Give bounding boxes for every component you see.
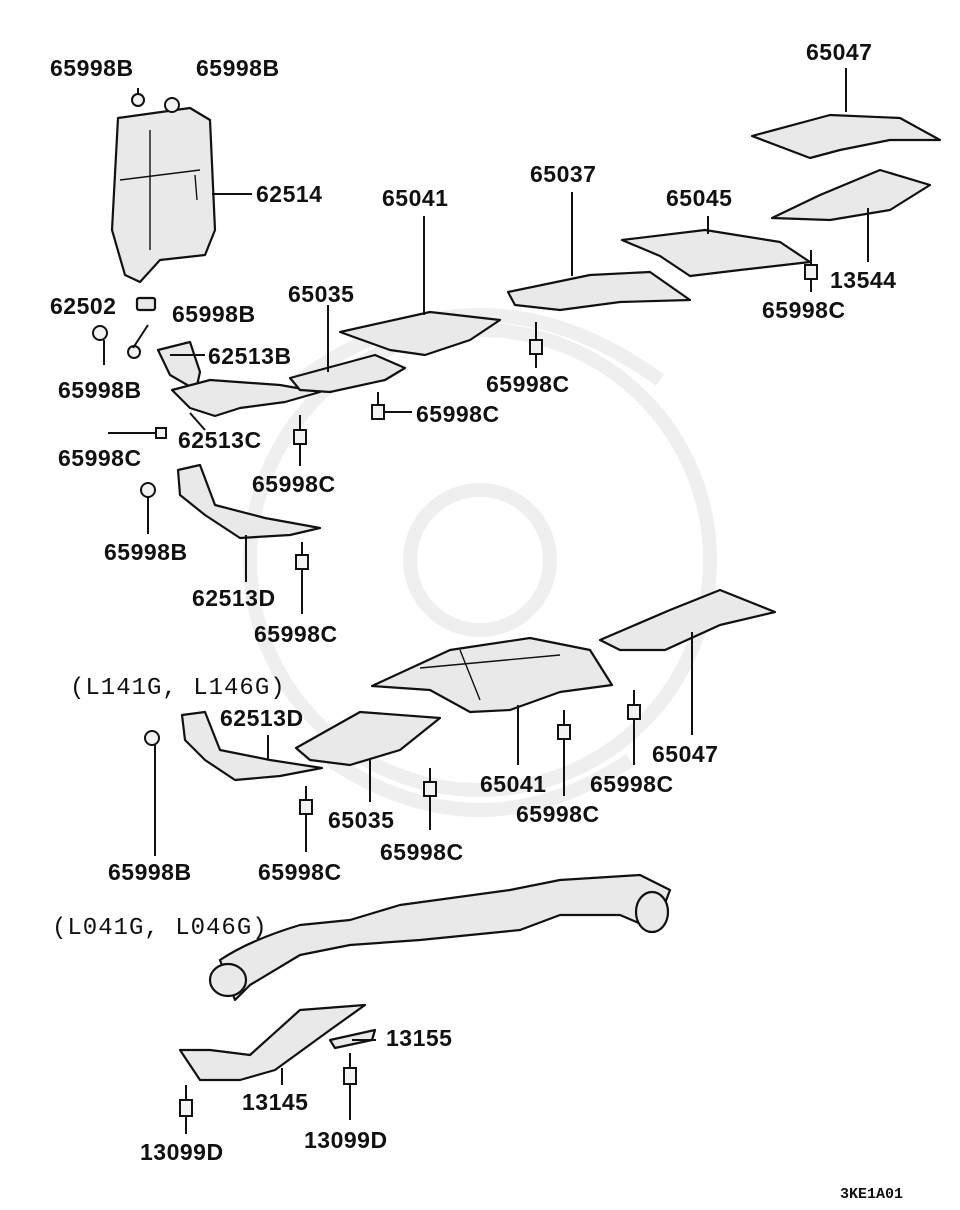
label-13099D-1: 13099D	[140, 1139, 224, 1165]
part-62513B-shape	[156, 340, 202, 392]
label-65998C-4: 65998C	[58, 445, 142, 471]
bolt-65998C-e	[155, 427, 167, 439]
variant-label-l041g: (L041G, L046G)	[52, 915, 268, 942]
bolt-65998B-a	[131, 88, 145, 107]
label-13099D-2: 13099D	[304, 1127, 388, 1153]
label-13544: 13544	[830, 267, 896, 293]
bolt-65998C-h	[423, 768, 437, 797]
part-62513D-upper-shape	[176, 463, 322, 540]
label-65035-lower: 65035	[328, 807, 394, 833]
label-65037: 65037	[530, 161, 596, 187]
part-65035-upper-shape	[288, 353, 407, 394]
part-65045-shape	[620, 228, 812, 278]
label-65045: 65045	[666, 185, 732, 211]
part-13145-shape	[178, 1003, 367, 1082]
bolt-65998C-i	[557, 710, 571, 740]
label-62513B: 62513B	[208, 343, 292, 369]
label-65998C-8: 65998C	[516, 801, 600, 827]
label-65998C-5: 65998C	[252, 471, 336, 497]
part-65041-lower-shape	[370, 636, 614, 714]
label-65998B-5: 65998B	[104, 539, 188, 565]
part-65041-upper-shape	[338, 310, 502, 357]
exhaust-pipe-shape	[218, 873, 672, 1002]
label-65998C-6: 65998C	[254, 621, 338, 647]
label-65998C-10: 65998C	[258, 859, 342, 885]
part-65047-lower-shape	[598, 588, 777, 652]
label-65998B-2: 65998B	[196, 55, 280, 81]
part-62502-shape	[135, 296, 157, 312]
part-65037-shape	[506, 270, 692, 312]
part-65035-lower-shape	[294, 710, 442, 767]
part-62513D-lower-shape	[180, 710, 324, 782]
figure-code: 3KE1A01	[840, 1186, 903, 1203]
label-65998C-2: 65998C	[486, 371, 570, 397]
label-65998B-6: 65998B	[108, 859, 192, 885]
label-65998B-3: 65998B	[172, 301, 256, 327]
bolt-65998B-b	[164, 97, 180, 113]
bolt-65998C-j	[627, 690, 641, 720]
label-65998C-7: 65998C	[590, 771, 674, 797]
part-13544-shape	[770, 168, 932, 222]
label-65041-upper: 65041	[382, 185, 448, 211]
bolt-65998B-c	[92, 325, 108, 341]
bolt-13099D-a	[179, 1085, 193, 1117]
label-65041-lower: 65041	[480, 771, 546, 797]
bolt-65998C-f	[295, 542, 309, 570]
bolt-65998B-e	[140, 482, 156, 498]
part-62514-shape	[110, 106, 217, 284]
label-65998C-1: 65998C	[762, 297, 846, 323]
label-65998C-3: 65998C	[416, 401, 500, 427]
part-labels: 65998B 65998B 65047 62514 65041 65037 65…	[50, 39, 896, 1165]
label-62513C: 62513C	[178, 427, 262, 453]
part-65047-top-shape	[750, 113, 942, 160]
label-65998B-1: 65998B	[50, 55, 134, 81]
part-62513C-shape	[170, 378, 322, 418]
label-65035-upper: 65035	[288, 281, 354, 307]
label-13145: 13145	[242, 1089, 308, 1115]
label-65047-lower: 65047	[652, 741, 718, 767]
label-65047-top: 65047	[806, 39, 872, 65]
part-drawings	[110, 106, 942, 1082]
label-62513D-upper: 62513D	[192, 585, 276, 611]
label-13155: 13155	[386, 1025, 452, 1051]
bolt-13099D-b	[343, 1053, 357, 1085]
label-62502: 62502	[50, 293, 116, 319]
variant-label-l141g: (L141G, L146G)	[70, 675, 286, 702]
label-62514: 62514	[256, 181, 322, 207]
label-62513D-lower: 62513D	[220, 705, 304, 731]
label-65998B-4: 65998B	[58, 377, 142, 403]
bolt-65998C-d	[804, 250, 818, 280]
bolt-65998C-g	[299, 786, 313, 815]
bolt-65998C-b	[371, 392, 385, 420]
bolt-65998B-f	[144, 730, 160, 746]
leader-lines	[103, 68, 869, 1134]
label-65998C-9: 65998C	[380, 839, 464, 865]
